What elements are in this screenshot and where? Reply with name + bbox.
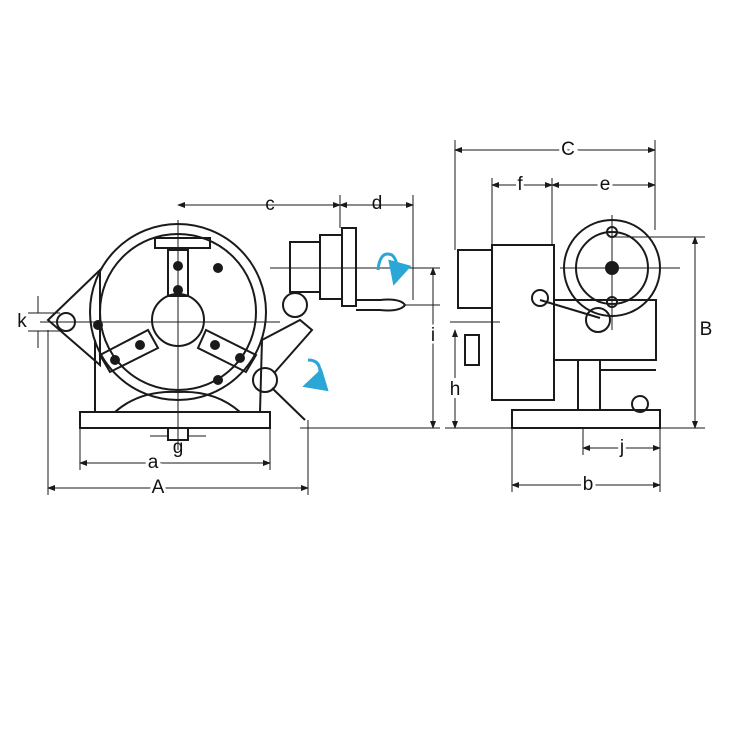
label-e: e	[600, 174, 611, 195]
label-g: g	[173, 437, 184, 458]
handwheel-flange	[341, 227, 357, 307]
label-k: k	[17, 311, 27, 332]
side-view	[450, 215, 680, 429]
label-c: c	[265, 194, 275, 215]
lock-knob-side	[585, 307, 611, 333]
label-f: f	[517, 174, 523, 195]
label-b: b	[583, 474, 594, 495]
front-view	[40, 220, 440, 450]
body-side	[491, 244, 555, 401]
jaw-left	[98, 328, 160, 374]
front-dimensions: c d k i g a A	[17, 193, 437, 501]
label-j: j	[619, 437, 624, 458]
lock-bracket	[261, 318, 314, 373]
lever-knob	[252, 367, 278, 393]
body-sides	[94, 339, 263, 413]
label-a: a	[148, 452, 159, 473]
jaw-right	[196, 328, 258, 374]
lever-side	[539, 299, 601, 319]
rotation-arrow-lever	[302, 358, 329, 392]
label-B: B	[700, 319, 713, 340]
base-plate-side	[511, 409, 661, 429]
label-d: d	[372, 193, 383, 214]
dim-k	[28, 296, 60, 348]
label-i: i	[431, 325, 435, 346]
label-A: A	[152, 477, 165, 498]
handwheel-hub	[319, 234, 343, 300]
lever	[271, 387, 306, 421]
lock-knob	[282, 292, 308, 318]
label-C: C	[561, 139, 575, 160]
label-h: h	[450, 379, 461, 400]
bracket-side	[577, 360, 656, 411]
worm-housing	[289, 241, 321, 293]
base-plate	[79, 411, 271, 429]
jaw-top	[167, 249, 189, 297]
crank-handle	[356, 298, 407, 312]
top-boss	[154, 237, 211, 249]
side-dimensions: C f e h B j b	[445, 136, 713, 498]
chuck-side	[457, 249, 493, 309]
rotation-arrow-handwheel	[376, 252, 412, 286]
worm-box	[553, 299, 657, 361]
